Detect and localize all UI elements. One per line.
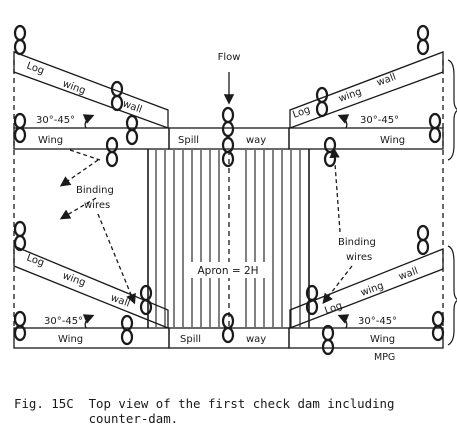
apron-hatching [155,150,301,327]
upper-way-label: way [246,135,266,146]
lower-left-wall-word: wall [109,292,131,309]
lower-left-log-label: Log [25,252,46,268]
coil [110,80,124,112]
coil [120,314,134,346]
coil [315,86,329,118]
upper-bracket [447,59,457,161]
flow-label: Flow [218,52,241,63]
upper-right-log-wing-wall [289,51,444,129]
coil [13,310,27,342]
coil [13,220,27,252]
right-binding-label: Binding [338,237,376,248]
lower-left-angle-label: 30°-45° [44,316,83,327]
coil [221,136,235,168]
lower-spill-label: Spill [180,334,201,345]
coil [416,24,430,56]
upper-left-angle-label: 30°-45° [36,115,75,126]
upper-left-log-wing-wall [13,51,169,129]
lower-left-angle-arc [82,314,95,329]
upper-left-wing-label: Wing [38,135,63,146]
upper-right-wall-word: wall [375,72,397,89]
lower-right-wing-label: Wing [370,334,395,345]
binding-wire-arrow-3 [97,213,136,305]
upper-right-wing-label: Wing [380,135,405,146]
lower-right-angle-arc [337,314,350,329]
lower-left-wing-label: Wing [58,334,83,345]
coil [321,324,335,356]
upper-spill-label: Spill [178,135,199,146]
lower-bracket [447,245,457,346]
left-binding-label: Binding [76,185,114,196]
caption-line-1: Fig. 15C Top view of the first check dam… [14,396,395,411]
upper-right-angle-arc [337,114,350,129]
binding-wire-stub [69,149,101,161]
author-mark: MPG [374,352,395,363]
binding-wire-arrow-5 [322,265,353,305]
upper-right-log-label: Log [291,104,312,120]
lower-right-wall-word: wall [397,266,419,283]
coil [125,114,139,146]
binding-wire-arrow-1 [59,159,99,187]
apron-label: Apron = 2H [197,265,258,277]
coil [416,224,430,256]
upper-right-wing [288,127,444,150]
caption-line-2: counter-dam. [14,411,179,426]
lower-right-log-label: Log [323,300,344,316]
upper-left-angle-arc [82,114,95,129]
lower-way-label: way [246,334,266,345]
lower-right-log-wing-wall [289,248,444,329]
upper-left-wall-word: wall [121,98,143,115]
right-wires-label: wires [346,252,372,263]
coil [221,106,235,138]
figure-caption: Fig. 15C Top view of the first check dam… [14,396,454,426]
coil [431,310,445,342]
coil [13,24,27,56]
upper-right-angle-label: 30°-45° [360,115,399,126]
lower-right-wing [288,327,444,349]
lower-left-log-wing-wall [13,245,169,329]
apron-label-background [184,262,272,278]
coil [105,136,119,168]
lower-right-angle-label: 30°-45° [358,316,397,327]
lower-left-wing [13,327,170,349]
left-wires-label: wires [84,200,110,211]
